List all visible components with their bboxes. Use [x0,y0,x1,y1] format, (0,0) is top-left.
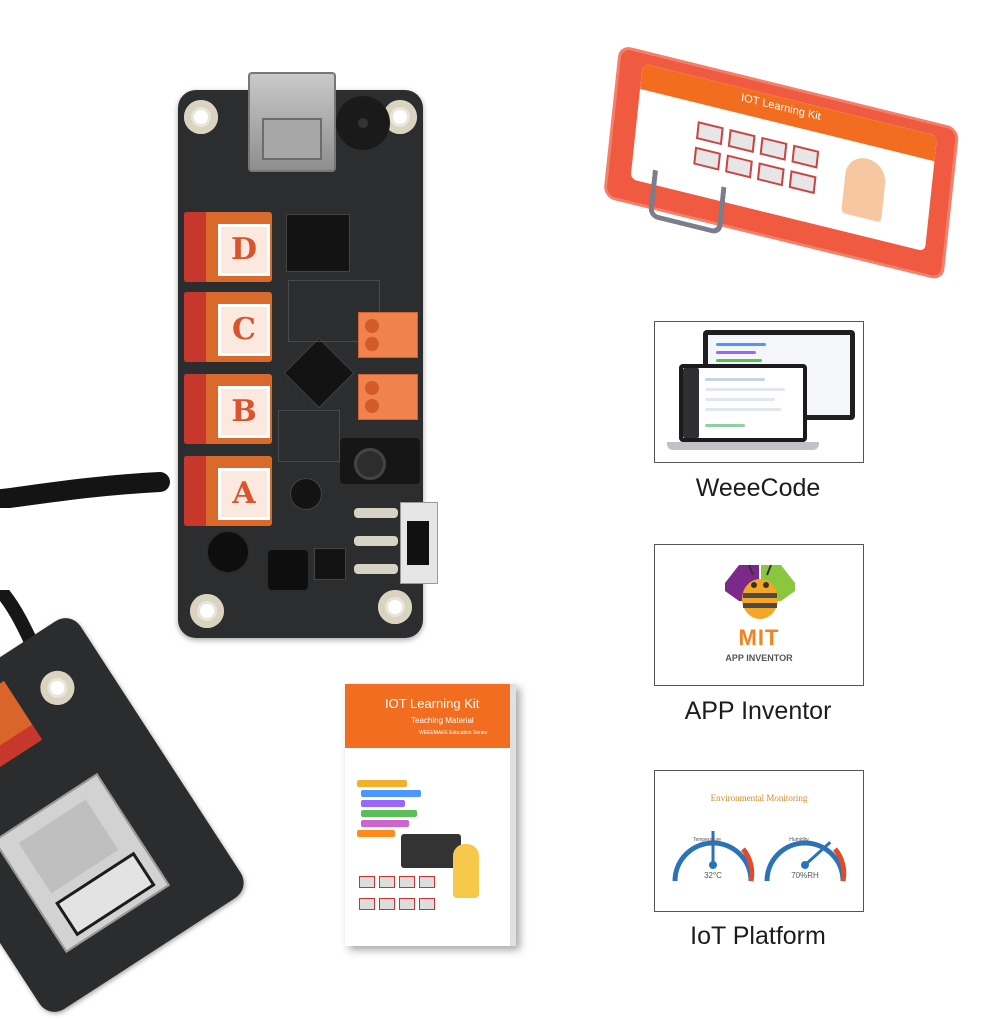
laptop-base [667,442,819,450]
app-inventor-panel: MIT APP INVENTOR [654,544,864,686]
key-label: D [218,224,270,276]
circuit-trace [288,280,380,342]
case-label-band: IOT Learning Kit [640,63,938,162]
module-card [791,144,820,169]
ir-receiver [268,550,308,590]
header-pin [354,536,398,546]
laptop-icon [679,364,807,442]
laptop-screen [683,368,803,438]
module-card [695,121,724,146]
code-block [361,800,405,807]
temperature-value: 32°C [704,871,722,880]
key-label: C [218,304,270,356]
humidity-label: Humidity [789,837,809,843]
key-b[interactable]: B [184,374,272,444]
temperature-label: Temperature [692,837,722,843]
book-series: WEEEMAKE Education Series [419,730,488,736]
wifi-connector [0,680,43,787]
mit-logo-text: MIT [738,625,780,650]
dc-power-jack [340,438,420,484]
circuit-trace [278,410,340,462]
header-pin [354,564,398,574]
microcontroller-chip [283,337,355,409]
book-title: IOT Learning Kit [385,696,480,711]
board-illustration [401,834,461,868]
key-label: A [218,468,270,520]
code-block [357,830,395,837]
mounting-hole [378,590,412,624]
gauge-needle [803,841,832,867]
code-block [361,810,417,817]
module-card [419,898,435,910]
mit-logo-subtext: APP INVENTOR [725,653,793,663]
module-card [379,898,395,910]
key-label: B [218,386,270,438]
module-card [379,876,395,888]
gauge-icon [672,831,847,882]
humidity-gauge [764,840,847,882]
book-cover-band: IOT Learning Kit Teaching Material WEEEM… [345,684,510,748]
dashboard-title: Environmental Monitoring [710,793,808,803]
book-subtitle: Teaching Material [411,716,474,725]
module-card [693,146,721,171]
temperature-gauge [672,831,755,882]
humidity-value: 70%RH [791,871,819,880]
key-c[interactable]: C [184,292,272,362]
kit-case: IOT Learning Kit [602,44,960,284]
module-card [399,898,415,910]
mounting-hole [190,594,224,628]
case-shell: IOT Learning Kit [602,44,960,281]
usb-b-port [248,72,336,172]
iot-controller-board: D C B A [178,72,438,638]
weeecode-caption: WeeeCode [695,474,821,502]
coil [314,548,346,580]
header-pin [354,508,398,518]
module-card [359,876,375,888]
relay-terminal [358,312,418,358]
code-block [361,820,409,827]
esp-chip-board [0,773,171,953]
power-switch[interactable] [400,502,438,584]
inductor [290,478,322,510]
app-inventor-caption: APP Inventor [684,697,832,725]
module-card [727,129,756,153]
girl-illustration [841,153,888,223]
module-card [725,154,753,179]
weeecode-panel [654,321,864,463]
mounting-hole [33,664,81,712]
microphone [206,530,250,574]
case-title: IOT Learning Kit [740,91,822,124]
usb-cable [0,472,170,508]
iot-platform-panel: Environmental Monitoring 32°C 70%RH Temp… [654,770,864,912]
module-card [399,876,415,888]
code-block [361,790,421,797]
module-card [756,162,785,187]
teaching-book: IOT Learning Kit Teaching Material WEEEM… [345,684,516,946]
mounting-hole [184,100,218,134]
key-d[interactable]: D [184,212,272,282]
buzzer [336,96,390,150]
code-block [357,780,407,787]
relay-terminal [358,374,418,420]
module-card [359,898,375,910]
key-a[interactable]: A [184,456,272,526]
girl-illustration [453,844,479,898]
iot-platform-caption: IoT Platform [690,922,826,950]
driver-chip [286,214,350,272]
wifi-module [0,611,251,1019]
module-card [788,170,817,195]
mit-app-inventor-logo [725,564,795,619]
module-card [419,876,435,888]
module-card [759,136,788,161]
